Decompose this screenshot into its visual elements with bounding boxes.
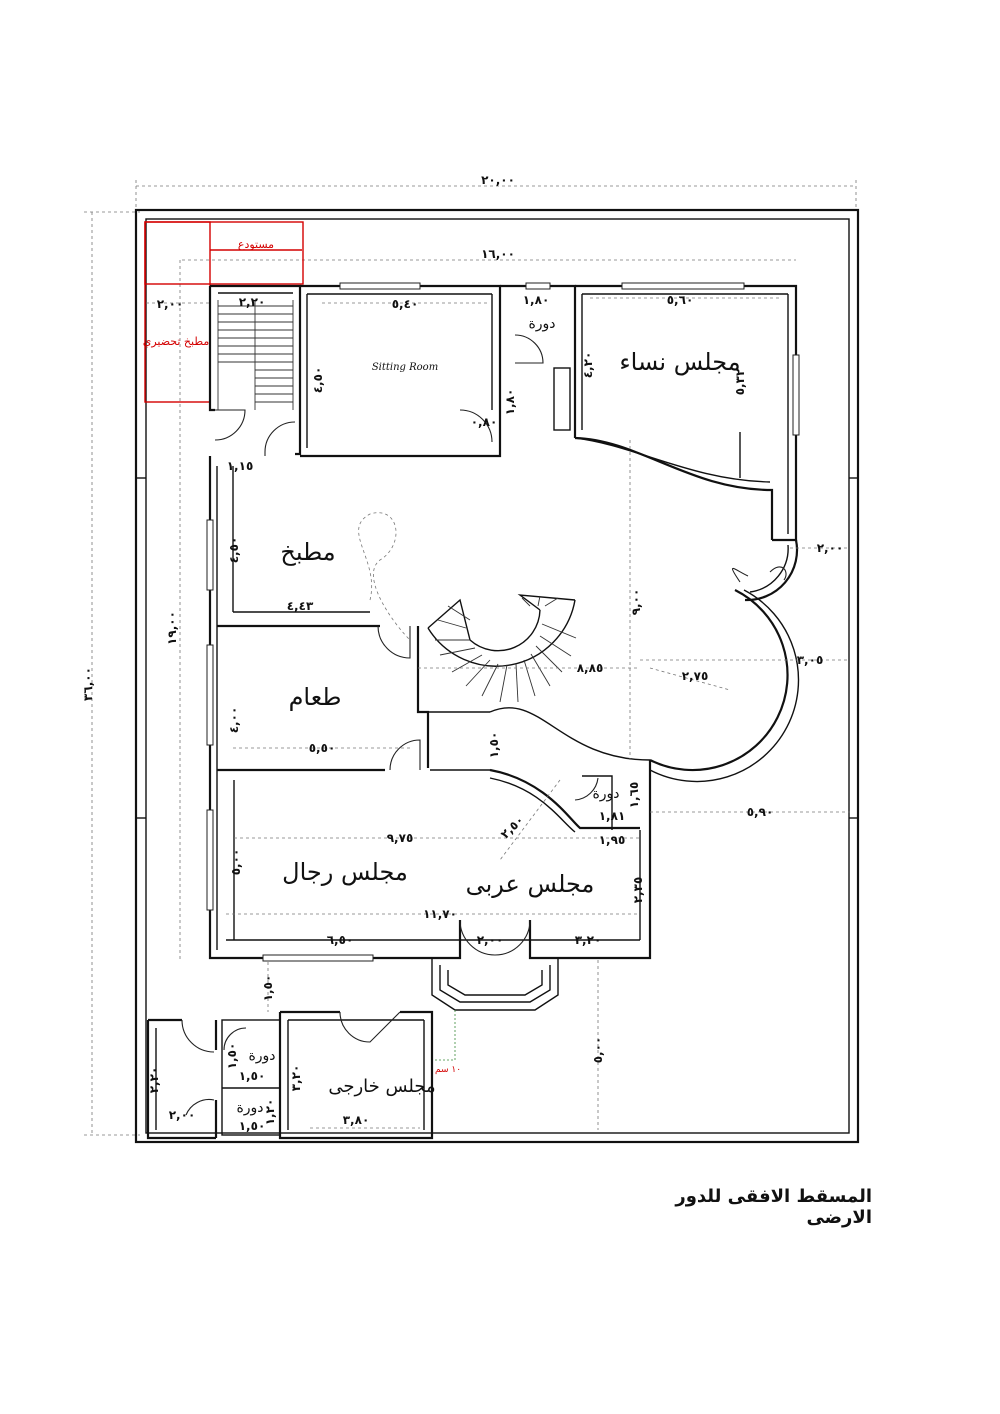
dim-out-wc-d: ١,٥٠ xyxy=(225,1043,239,1070)
dim-men-d: ٥,٠٠ xyxy=(229,849,243,876)
dim-gap: ١,٥٠ xyxy=(261,975,275,1002)
dim-total-depth: ٣٦,٠٠ xyxy=(81,667,95,701)
dim-kitchen-door: ١,١٥ xyxy=(227,459,254,473)
dim-outer-d: ٣,٢٠ xyxy=(289,1065,303,1092)
entry-steps xyxy=(431,958,559,1061)
store-outline xyxy=(144,221,304,285)
wc-mid-label: دورة xyxy=(592,786,619,802)
house-walls xyxy=(208,284,798,960)
windows xyxy=(206,282,800,962)
dim-front-w: ١١,٧٠ xyxy=(423,907,457,921)
dim-right-setback: ٣,٠٥ xyxy=(797,653,824,667)
dim-inner-width: ١٦,٠٠ xyxy=(481,247,515,261)
straight-stair xyxy=(217,300,294,410)
round-bay xyxy=(744,539,799,602)
dim-stair: ٢,٢٠ xyxy=(239,295,266,309)
curved-bay-wall xyxy=(649,589,789,772)
doors xyxy=(214,334,599,956)
dim-wc2-w2: ١,٩٥ xyxy=(599,833,626,847)
dim-hall-w: ٨,٨٥ xyxy=(577,661,604,675)
dim-wc-w: ١,٨٠ xyxy=(523,293,550,307)
dim-women-d: ٤,٢٠ xyxy=(581,352,595,379)
dim-total-width: ٢٠,٠٠ xyxy=(481,173,515,187)
dim-sitting-w: ٥,٤٠ xyxy=(392,297,419,311)
dim-ramp: ١٠ سم xyxy=(435,1065,461,1075)
dim-right-setback2: ٢,٠٠ xyxy=(817,541,844,555)
dim-entry: ٢,٠٠ xyxy=(477,933,504,947)
prep-kitchen-outline xyxy=(144,221,211,403)
dim-radius: ٢,٧٥ xyxy=(682,669,709,683)
men-majlis-label: مجلس رجال xyxy=(282,858,408,886)
dim-women-d2: ٥,٣٢ xyxy=(733,368,747,395)
wc-annex2-label: دورة xyxy=(236,1100,263,1116)
dim-arabic-d: ٢,٣٥ xyxy=(631,877,645,904)
dim-front-setback: ٥,٠٠ xyxy=(591,1037,605,1064)
dim-out-wc-w: ١,٥٠ xyxy=(239,1069,266,1083)
dim-setback-left: ٢,٠٠ xyxy=(157,297,184,311)
outer-majlis-label: مجلس خارجى xyxy=(328,1076,435,1097)
dim-women-w: ٥,٦٠ xyxy=(667,293,694,307)
dim-kitchen-w: ٤,٤٣ xyxy=(287,599,314,613)
proposed-additions: مستودع مطبخ تحضيري xyxy=(143,221,304,403)
dim-out-left: ٢,٢٠ xyxy=(147,1067,161,1094)
dim-curve: ٢,٥٠ xyxy=(498,813,527,842)
dim-dining-d: ٤,٠٠ xyxy=(227,707,241,734)
dimension-labels: ٢,٠٠ ٢,٢٠ ٥,٤٠ ٤,٥٠ ١,٨٠ ١,٨٠ ٠,٨٠ ٥,٦٠ … xyxy=(147,293,843,1133)
wc-top-label: دورة xyxy=(528,316,555,332)
dim-arabic-front: ٣,٢٠ xyxy=(575,933,602,947)
prep-kitchen-label: مطبخ تحضيري xyxy=(143,335,210,348)
dim-wc2-w: ١,٨١ xyxy=(599,809,626,823)
dim-corridor: ١,٥٠ xyxy=(487,732,501,759)
dim-wc2-d: ١,٦٥ xyxy=(627,782,641,809)
kitchen-curve xyxy=(358,512,411,641)
dim-men-front: ٦,٥٠ xyxy=(327,933,354,947)
guide-lines xyxy=(146,297,850,1130)
wc-annex1-label: دورة xyxy=(248,1048,275,1064)
spiral-stair xyxy=(427,594,577,703)
women-majlis-label: مجلس نساء xyxy=(619,348,740,376)
store-label: مستودع xyxy=(238,238,274,251)
arabic-majlis-label: مجلس عربى xyxy=(466,870,595,898)
dim-wc-d: ١,٨٠ xyxy=(503,389,517,416)
dim-side-depth: ١٩,٠٠ xyxy=(165,611,179,645)
site-boundary xyxy=(134,208,860,1144)
corridor-curve xyxy=(489,768,640,830)
dim-out-wc-w2: ١,٥٠ xyxy=(239,1119,266,1133)
site-boundary-inner xyxy=(145,218,850,1134)
plan-title: المسقط الافقى للدور الارضى xyxy=(675,1186,872,1228)
dim-sitting-d: ٤,٥٠ xyxy=(311,367,325,394)
kitchen-label: مطبخ xyxy=(280,538,335,566)
dim-dining-w: ٥,٥٠ xyxy=(309,741,336,755)
sitting-room-label: Sitting Room xyxy=(372,362,438,373)
outer-annex xyxy=(146,1010,434,1140)
dim-out-wc-d2: ١,٢٠ xyxy=(263,1099,277,1126)
curved-hall-wall xyxy=(574,436,774,540)
dim-men-w: ٩,٧٥ xyxy=(387,831,414,845)
dim-outer-w: ٣,٨٠ xyxy=(343,1113,370,1127)
overall-dimensions: ٢٠,٠٠ ٣٦,٠٠ ١٦,٠٠ ١٩,٠٠ xyxy=(81,173,857,1136)
dim-kitchen-d: ٤,٥٠ xyxy=(227,537,241,564)
dim-hall-depth: ٩,٠٠ xyxy=(629,589,643,616)
dim-right-gap: ٥,٩٠ xyxy=(747,805,774,819)
dining-label: طعام xyxy=(289,683,342,711)
room-labels: Sitting Room مجلس نساء مطبخ طعام مجلس رج… xyxy=(236,316,740,1116)
dim-out-left-w: ٢,٠٠ xyxy=(169,1108,196,1122)
dim-door: ٠,٨٠ xyxy=(471,415,498,429)
